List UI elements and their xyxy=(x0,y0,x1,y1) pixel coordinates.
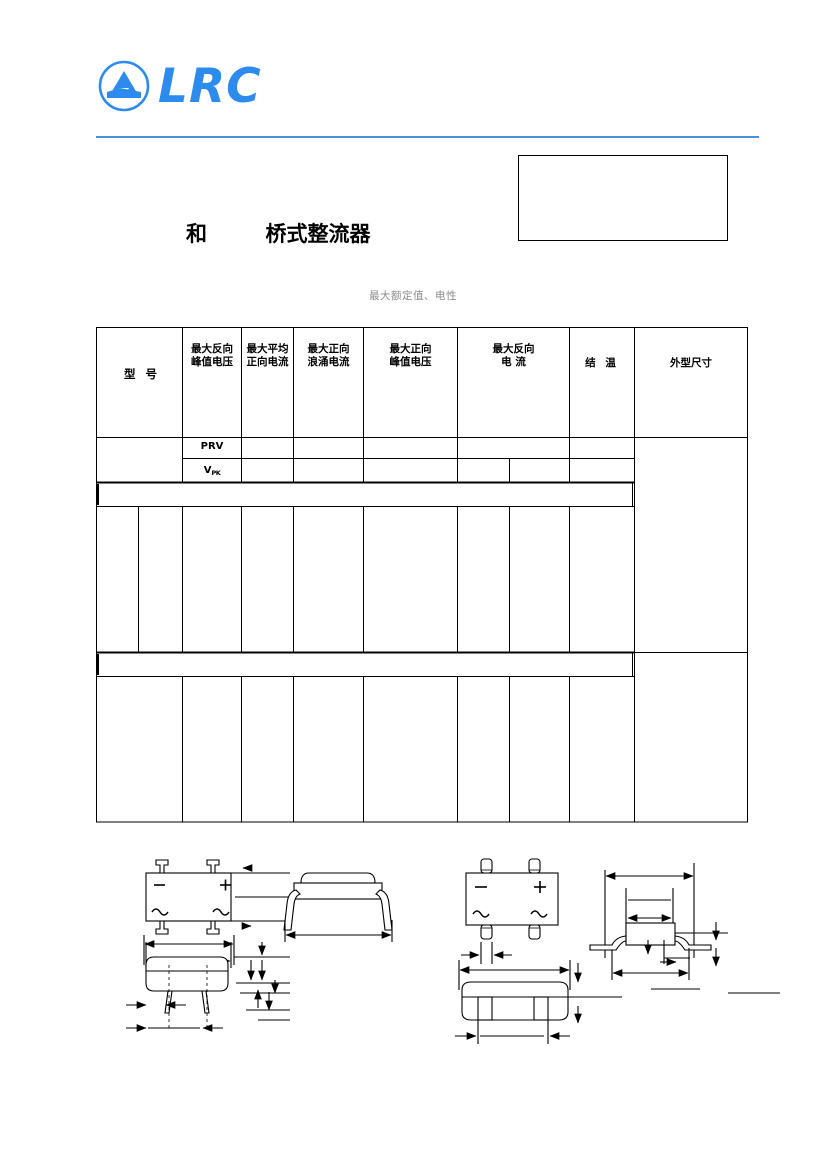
table-header-max-forward-peak-voltage: 最大正向 峰值电压 xyxy=(389,343,432,369)
brand-name: LRC xyxy=(158,58,262,114)
header-divider xyxy=(96,125,759,138)
lrc-mountain-logo-icon xyxy=(96,58,152,114)
table-header-package-dimensions: 外型尺寸 xyxy=(670,357,712,369)
table-header-max-reverse-current: 最大反向 电 流 xyxy=(492,343,535,369)
table-symbol-vpk: VPK xyxy=(203,465,221,477)
smd-package-top-view xyxy=(461,858,559,964)
smd-package-side-profile-view xyxy=(589,863,780,994)
through-hole-package-front-view xyxy=(126,935,290,1032)
table-symbol-vpk-subscript: PK xyxy=(211,469,221,477)
section-subtitle: 最大额定值、电性 xyxy=(369,290,457,302)
through-hole-package-top-view xyxy=(145,859,290,968)
table-header-max-average-forward-current: 最大平均 正向电流 xyxy=(246,343,289,369)
page-title: 和 桥式整流器 xyxy=(186,222,371,246)
package-dimension-drawings xyxy=(0,830,826,1080)
smd-package-front-view xyxy=(455,960,622,1044)
table-header-model: 型 号 xyxy=(123,367,160,381)
table-header-max-forward-surge-current: 最大正向 浪涌电流 xyxy=(307,343,350,369)
through-hole-package-side-view xyxy=(283,872,393,942)
table-header-max-reverse-peak-voltage: 最大反向 峰值电压 xyxy=(191,343,233,369)
brand-logo: LRC xyxy=(96,58,262,114)
table-symbol-prv: PRV xyxy=(200,441,224,452)
table-header-junction-temperature: 结 温 xyxy=(585,357,619,369)
specifications-table: 型 号 最大反向 峰值电压 最大平均 正向电流 最大正向 浪涌电流 最大正向 峰… xyxy=(96,327,748,823)
part-number-box xyxy=(518,155,728,241)
